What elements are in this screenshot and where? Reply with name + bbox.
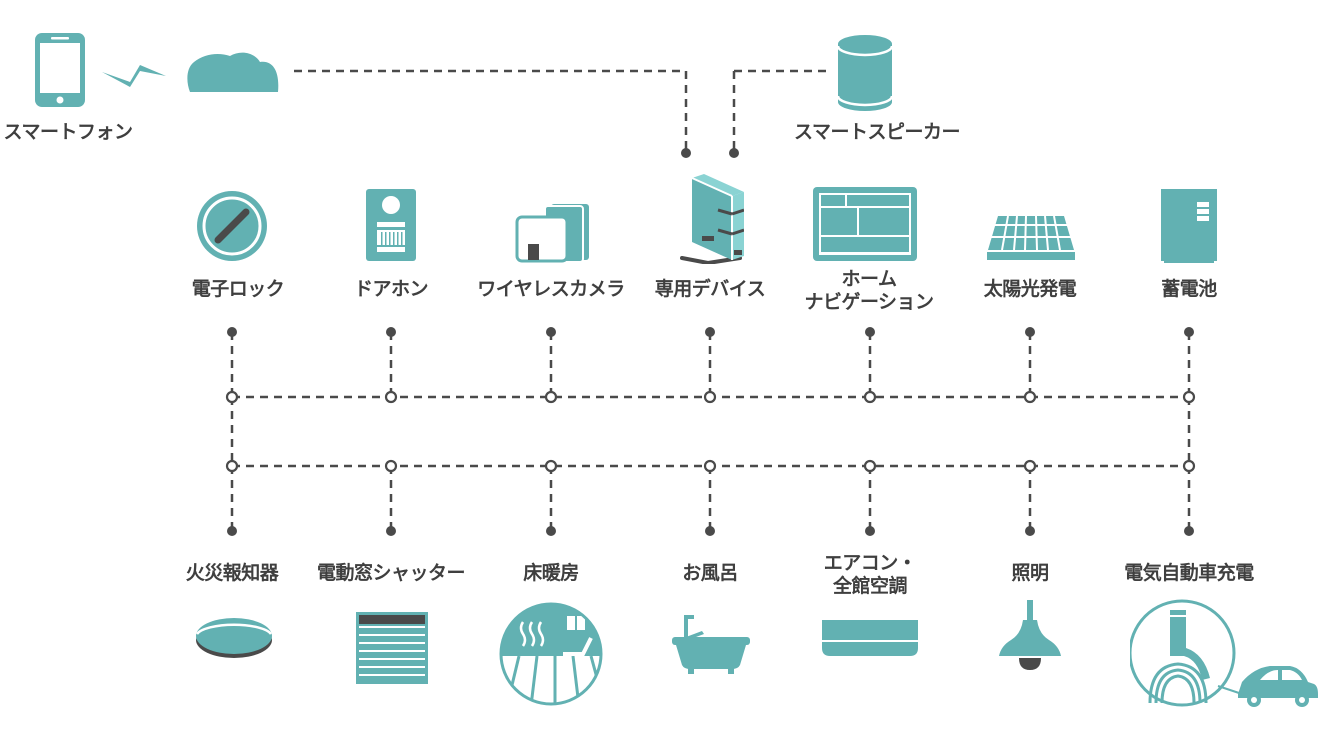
device-node	[1184, 526, 1194, 536]
device-node	[1025, 526, 1035, 536]
connection-node	[681, 148, 691, 158]
fire-alarm-icon	[195, 618, 273, 658]
wireless-camera-icon	[515, 204, 589, 263]
door-intercom-icon	[366, 189, 416, 261]
label-air-conditioner-line2: 全館空調	[832, 575, 908, 597]
bus-junction	[384, 390, 398, 404]
device-node	[386, 526, 396, 536]
cloud-icon	[187, 52, 279, 92]
device-node	[705, 526, 715, 536]
device-node	[546, 526, 556, 536]
label-dedicated-device: 専用デバイス	[654, 278, 766, 300]
label-window-shutter: 電動窓シャッター	[316, 562, 466, 584]
connection-node	[729, 148, 739, 158]
bus-junction	[225, 390, 239, 404]
bus-junction	[1023, 390, 1037, 404]
solar-panel-icon	[987, 215, 1075, 260]
bus-junction	[544, 459, 558, 473]
label-home-navigation: ホーム ナビゲーション	[804, 268, 934, 314]
label-home-navigation-line2: ナビゲーション	[804, 291, 934, 313]
device-node	[227, 327, 237, 337]
storage-battery-icon	[1161, 189, 1217, 263]
device-node	[227, 526, 237, 536]
label-air-conditioner: エアコン・ 全館空調	[824, 552, 917, 598]
air-conditioner-icon	[822, 620, 918, 656]
device-node	[1184, 327, 1194, 337]
electronic-lock-icon	[197, 191, 267, 261]
bus-junction	[1023, 459, 1037, 473]
device-node	[1025, 327, 1035, 337]
dedicated-device-icon	[680, 174, 744, 264]
wireless-signal-icon	[102, 65, 166, 87]
pendant-light-icon	[999, 600, 1061, 670]
bathtub-icon	[672, 615, 750, 674]
device-node	[546, 327, 556, 337]
home-navigation-icon	[813, 187, 917, 261]
device-node	[865, 526, 875, 536]
window-shutter-icon	[356, 612, 428, 684]
bus-junction	[384, 459, 398, 473]
bus-junction	[1182, 459, 1196, 473]
bus-junction	[703, 390, 717, 404]
device-node	[865, 327, 875, 337]
label-solar-power: 太陽光発電	[983, 278, 1077, 300]
smartphone-label: スマートフォン	[3, 121, 133, 143]
label-air-conditioner-line1: エアコン・	[823, 552, 917, 574]
smart-speaker-label: スマートスピーカー	[794, 121, 960, 143]
bus-junction	[1182, 390, 1196, 404]
bus-junction	[863, 390, 877, 404]
label-electronic-lock: 電子ロック	[191, 278, 285, 300]
bus-junction	[703, 459, 717, 473]
bus-junction	[544, 390, 558, 404]
floor-heating-icon	[499, 602, 603, 706]
ev-charger-icon	[1130, 599, 1318, 707]
label-fire-alarm: 火災報知器	[185, 562, 279, 584]
smartphone-icon	[35, 33, 85, 107]
label-storage-battery: 蓄電池	[1161, 278, 1217, 300]
label-bath: お風呂	[682, 562, 738, 584]
label-door-intercom: ドアホン	[353, 278, 429, 300]
device-node	[705, 327, 715, 337]
bus-junction	[225, 459, 239, 473]
label-lighting: 照明	[1011, 562, 1049, 584]
label-ev-charging: 電気自動車充電	[1124, 562, 1254, 584]
device-node	[386, 327, 396, 337]
bus-junction	[863, 459, 877, 473]
smart-speaker-icon	[836, 35, 894, 111]
label-home-navigation-line1: ホーム	[841, 268, 897, 290]
label-wireless-camera: ワイヤレスカメラ	[477, 278, 625, 300]
label-floor-heating: 床暖房	[523, 562, 579, 584]
